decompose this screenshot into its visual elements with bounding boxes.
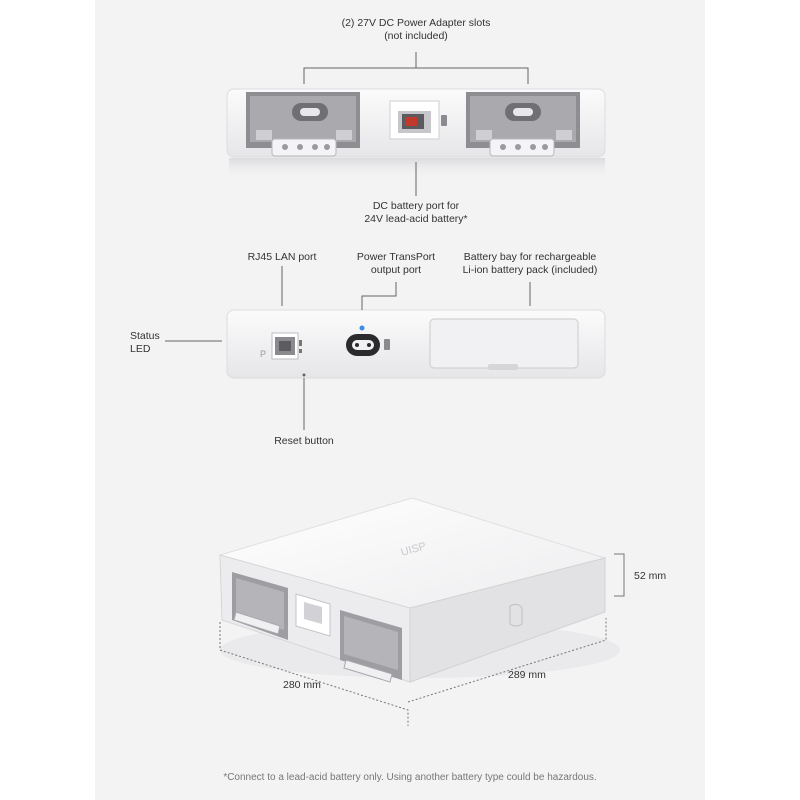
dimension-lines: [219, 553, 625, 726]
status-led: [359, 325, 365, 331]
dc-battery-port: [389, 100, 447, 140]
label-rj45-port: RJ45 LAN port: [247, 251, 317, 263]
label-power-transport: Power TransPort output port: [356, 251, 436, 276]
label-height-dim: 52 mm: [634, 570, 667, 582]
port-letter: P: [260, 349, 266, 359]
adapter-slot-left: [246, 92, 360, 157]
leader-lines-front: [303, 52, 529, 196]
iso-side-face: [409, 557, 606, 683]
footnote: *Connect to a lead-acid battery only. Us…: [223, 772, 597, 783]
label-width-dim: 289 mm: [508, 669, 546, 681]
label-depth-dim: 280 mm: [283, 679, 321, 691]
rj45-port: [271, 332, 302, 360]
label-adapter-slots: (2) 27V DC Power Adapter slots (not incl…: [341, 17, 491, 42]
label-dc-battery-port: DC battery port for 24V lead-acid batter…: [364, 200, 468, 225]
battery-bay: [429, 318, 579, 370]
label-status-led: Status LED: [130, 330, 160, 355]
adapter-slot-right: [466, 92, 580, 157]
label-reset-button: Reset button: [274, 435, 334, 447]
rear-view: P: [226, 309, 606, 379]
power-transport-port: [346, 334, 390, 356]
label-battery-bay: Battery bay for rechargeable Li-ion batt…: [462, 251, 598, 276]
leader-lines-rear: [165, 266, 531, 430]
front-view: [226, 88, 606, 180]
isometric-view: UISP: [218, 497, 620, 683]
